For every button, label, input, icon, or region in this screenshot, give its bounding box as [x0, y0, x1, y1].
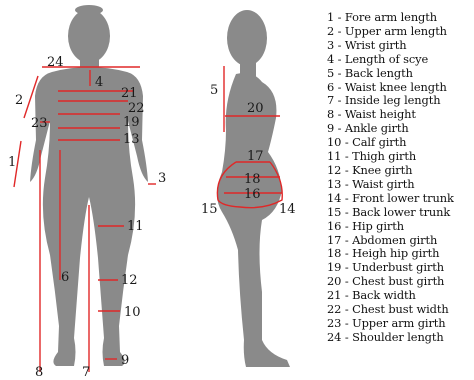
legend-item: 21 - Back width: [327, 289, 474, 303]
label-4: 4: [95, 75, 103, 90]
legend-item: 23 - Upper arm girth: [327, 317, 474, 331]
front-hair-swirl: [75, 5, 103, 15]
legend-item: 8 - Waist height: [327, 108, 474, 122]
measurement-legend: 1 - Fore arm length 2 - Upper arm length…: [327, 11, 474, 345]
label-2: 2: [15, 93, 23, 108]
legend-item: 6 - Waist knee length: [327, 81, 474, 95]
legend-item: 18 - Heigh hip girth: [327, 247, 474, 261]
label-13: 13: [123, 132, 140, 147]
legend-item: 24 - Shoulder length: [327, 331, 474, 345]
label-16: 16: [244, 187, 261, 202]
legend-item: 10 - Calf girth: [327, 136, 474, 150]
legend-item: 5 - Back length: [327, 67, 474, 81]
label-24: 24: [47, 55, 64, 70]
label-11: 11: [127, 219, 144, 234]
legend-item: 13 - Waist girth: [327, 178, 474, 192]
label-15: 15: [201, 202, 218, 217]
legend-item: 1 - Fore arm length: [327, 11, 474, 25]
label-19: 19: [123, 115, 140, 130]
legend-item: 17 - Abdomen girth: [327, 234, 474, 248]
legend-item: 20 - Chest bust girth: [327, 275, 474, 289]
label-5: 5: [210, 83, 218, 98]
legend-item: 2 - Upper arm length: [327, 25, 474, 39]
label-6: 6: [61, 270, 69, 285]
label-18: 18: [244, 172, 261, 187]
label-7: 7: [82, 365, 90, 380]
legend-item: 16 - Hip girth: [327, 220, 474, 234]
label-20: 20: [247, 101, 264, 116]
legend-item: 7 - Inside leg length: [327, 94, 474, 108]
legend-item: 22 - Chest bust width: [327, 303, 474, 317]
legend-item: 12 - Knee girth: [327, 164, 474, 178]
legend-item: 15 - Back lower trunk: [327, 206, 474, 220]
legend-item: 9 - Ankle girth: [327, 122, 474, 136]
label-12: 12: [121, 273, 138, 288]
legend-item: 4 - Length of scye: [327, 53, 474, 67]
label-10: 10: [124, 305, 141, 320]
label-9: 9: [121, 353, 129, 368]
label-23: 23: [31, 116, 48, 131]
label-21: 21: [121, 86, 138, 101]
label-22: 22: [128, 101, 145, 116]
label-1: 1: [8, 155, 16, 170]
legend-item: 19 - Underbust girth: [327, 261, 474, 275]
label-8: 8: [35, 365, 43, 380]
label-17: 17: [247, 149, 264, 164]
legend-item: 11 - Thigh girth: [327, 150, 474, 164]
label-3: 3: [158, 171, 166, 186]
legend-item: 14 - Front lower trunk: [327, 192, 474, 206]
legend-item: 3 - Wrist girth: [327, 39, 474, 53]
side-number-labels: 5 20 17 18 16 15 14: [201, 83, 296, 217]
label-14: 14: [279, 202, 296, 217]
